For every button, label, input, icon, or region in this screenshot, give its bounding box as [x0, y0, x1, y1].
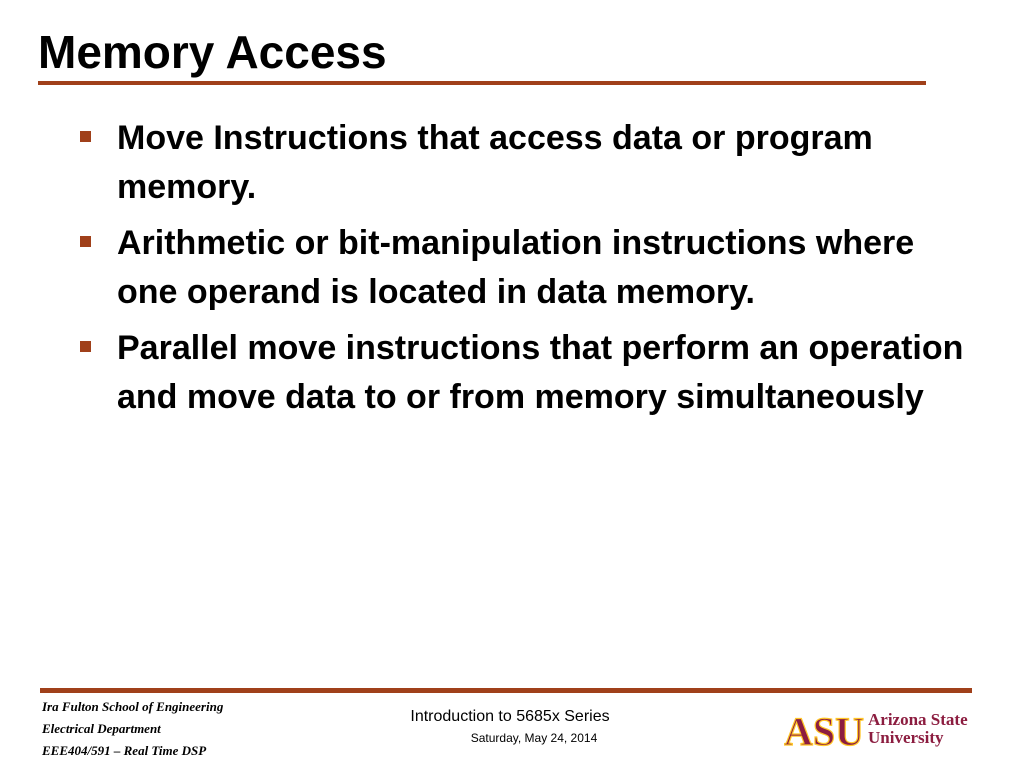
square-bullet-icon — [80, 131, 91, 142]
asu-logo-mark: ASU — [784, 710, 864, 750]
bullet-item: Move Instructions that access data or pr… — [0, 114, 1024, 212]
square-bullet-icon — [80, 236, 91, 247]
bullet-text: Parallel move instructions that perform … — [117, 329, 964, 416]
bullet-item: Parallel move instructions that perform … — [0, 324, 1024, 422]
bullet-item: Arithmetic or bit-manipulation instructi… — [0, 219, 1024, 317]
asu-wordmark: Arizona State University — [868, 711, 968, 747]
asu-wordmark-line1: Arizona State — [868, 710, 968, 729]
bullet-text: Move Instructions that access data or pr… — [117, 119, 873, 206]
asu-logo: ASU Arizona State University — [784, 710, 980, 752]
title-divider — [38, 81, 926, 85]
footer-department: Electrical Department — [42, 721, 161, 736]
square-bullet-icon — [80, 341, 91, 352]
slide-title: Memory Access — [38, 26, 387, 78]
footer-school: Ira Fulton School of Engineering — [42, 699, 224, 714]
footer-divider — [40, 688, 972, 693]
footer-course: EEE404/591 – Real Time DSP — [42, 743, 207, 758]
bullet-text: Arithmetic or bit-manipulation instructi… — [117, 224, 915, 311]
footer-date: Saturday, May 24, 2014 — [470, 731, 598, 745]
asu-wordmark-line2: University — [868, 728, 944, 747]
footer-affiliation: Ira Fulton School of Engineering Electri… — [42, 696, 223, 762]
footer-series-title: Introduction to 5685x Series — [410, 708, 610, 725]
asu-mark-text: ASU — [784, 710, 864, 750]
footer-center: Introduction to 5685x Series Saturday, M… — [340, 706, 680, 748]
bullet-list: Move Instructions that access data or pr… — [0, 114, 1024, 429]
